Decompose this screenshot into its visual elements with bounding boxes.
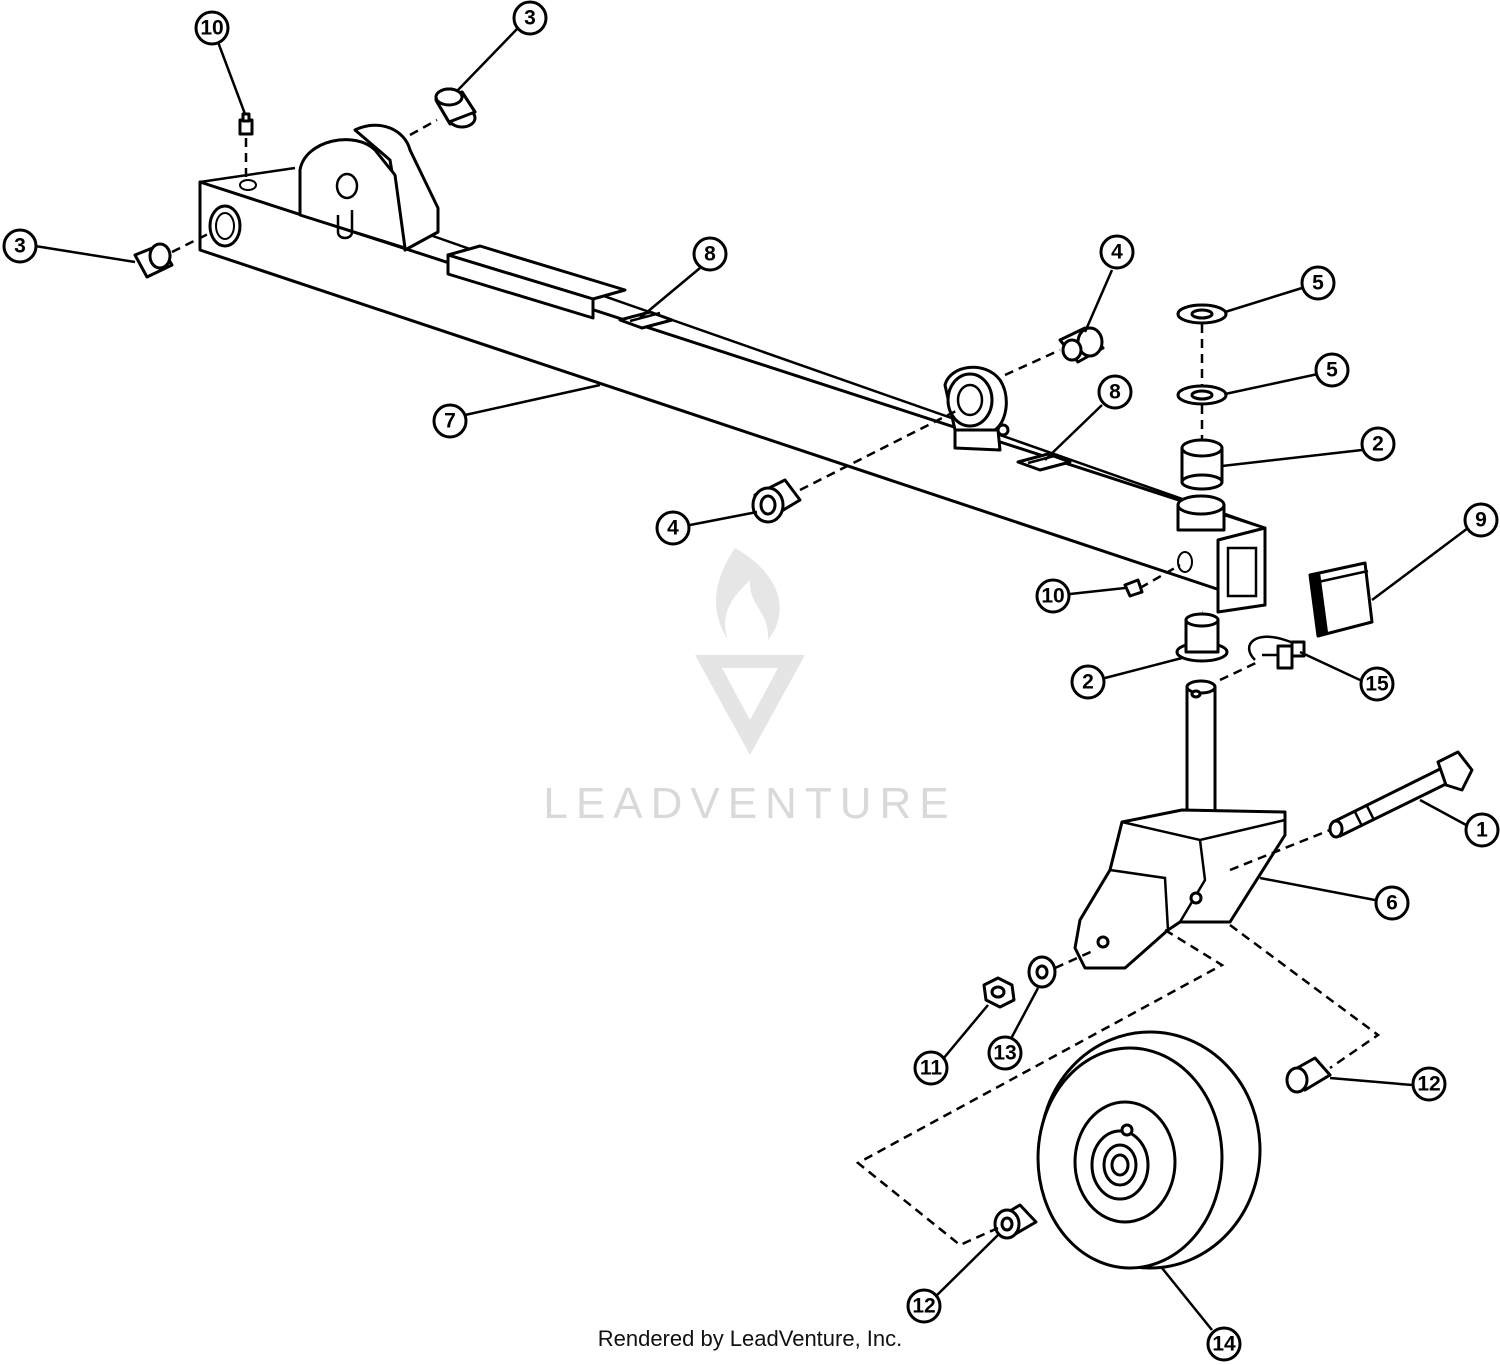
- callout-label: 8: [1109, 381, 1121, 404]
- callout-label: 5: [1312, 272, 1324, 295]
- caster-wheel: [1036, 1030, 1262, 1270]
- callout-label: 12: [912, 1295, 935, 1318]
- callout-2-bushing-top: 2: [1360, 426, 1396, 462]
- assembly-lines: [171, 118, 1381, 1247]
- callout-3-bushing-top: 3: [512, 0, 548, 36]
- callout-2-bushing-bottom: 2: [1070, 664, 1106, 700]
- callout-label: 7: [444, 410, 456, 433]
- callout-8-decal-rear: 8: [1097, 374, 1133, 410]
- callout-9-end-cap: 9: [1463, 502, 1499, 538]
- bolt-1: [1328, 750, 1474, 839]
- watermark-text: LEADVENTURE: [543, 779, 956, 828]
- hitch-bracket: [298, 123, 440, 252]
- callout-12-spacer-right: 12: [1411, 1066, 1447, 1102]
- washer-13: [1027, 955, 1057, 989]
- callout-label: 12: [1417, 1073, 1440, 1096]
- callout-label: 8: [704, 243, 716, 266]
- callout-1-bolt: 1: [1464, 812, 1500, 848]
- callout-12-spacer-left: 12: [906, 1288, 942, 1324]
- spacer-12-left: [993, 1203, 1038, 1240]
- lock-nut-11: [982, 976, 1016, 1009]
- callout-5-washer-top: 5: [1300, 265, 1336, 301]
- callout-label: 6: [1386, 892, 1398, 915]
- flange-bushing-2-bottom: [1175, 612, 1229, 663]
- end-cap-9: [1308, 561, 1374, 638]
- callout-label: 3: [14, 235, 26, 258]
- bushing-3-top: [434, 87, 477, 129]
- callout-14-wheel: 14: [1206, 1326, 1242, 1362]
- flange-bushing-2-top: [1180, 438, 1224, 491]
- bushing-4-lower: [751, 478, 802, 524]
- decal-8-rear: [1016, 452, 1072, 472]
- spacer-12-right: [1285, 1056, 1332, 1094]
- callout-4-bushing-lower: 4: [655, 510, 691, 546]
- callout-15-hair-pin: 15: [1359, 666, 1395, 702]
- callout-8-decal-front: 8: [692, 236, 728, 272]
- washer-5-bottom: [1176, 384, 1228, 406]
- callout-7-axle-bar: 7: [432, 403, 468, 439]
- callout-label: 14: [1212, 1333, 1236, 1356]
- callout-label: 9: [1475, 509, 1487, 532]
- caster-spindle: [1185, 679, 1217, 819]
- callout-label: 11: [920, 1057, 943, 1080]
- callout-label: 2: [1372, 433, 1384, 456]
- callout-label: 3: [524, 7, 536, 30]
- callout-6-caster-fork: 6: [1374, 885, 1410, 921]
- bushing-3-left: [133, 242, 174, 279]
- callout-5-washer-bottom: 5: [1314, 352, 1350, 388]
- callout-3-bushing-left: 3: [2, 228, 38, 264]
- callout-13-washer: 13: [987, 1035, 1023, 1071]
- spindle-tube: [1176, 494, 1226, 532]
- washer-5-top: [1176, 303, 1228, 325]
- hair-pin-clip-15: [1248, 635, 1306, 670]
- callout-label: 5: [1326, 359, 1338, 382]
- callout-4-bushing-upper: 4: [1099, 234, 1135, 270]
- callout-label: 4: [667, 517, 679, 540]
- callout-label: 10: [1041, 585, 1064, 608]
- render-credit: Rendered by LeadVenture, Inc.: [597, 1326, 903, 1351]
- callout-10-grease-fitting: 10: [194, 10, 230, 46]
- callout-label: 15: [1365, 673, 1389, 696]
- callout-11-lock-nut: 11: [913, 1050, 949, 1086]
- callout-label: 1: [1476, 819, 1488, 842]
- axle-bar: [198, 166, 1267, 614]
- leader-lines: [34, 27, 1469, 1331]
- decal-8-front: [618, 310, 674, 330]
- callout-label: 10: [200, 17, 223, 40]
- bushing-4-upper: [1058, 326, 1105, 364]
- watermark-logo: [695, 548, 805, 755]
- callout-10-grease-fitting-side: 10: [1035, 578, 1071, 614]
- callout-label: 13: [993, 1042, 1016, 1065]
- callout-label: 4: [1111, 241, 1123, 264]
- grease-fitting-10-top: [238, 112, 254, 136]
- caster-fork: [1073, 808, 1287, 970]
- pivot-bearing-housing: [943, 365, 1010, 452]
- callout-label: 2: [1082, 671, 1094, 694]
- grease-fitting-10-side: [1123, 578, 1144, 598]
